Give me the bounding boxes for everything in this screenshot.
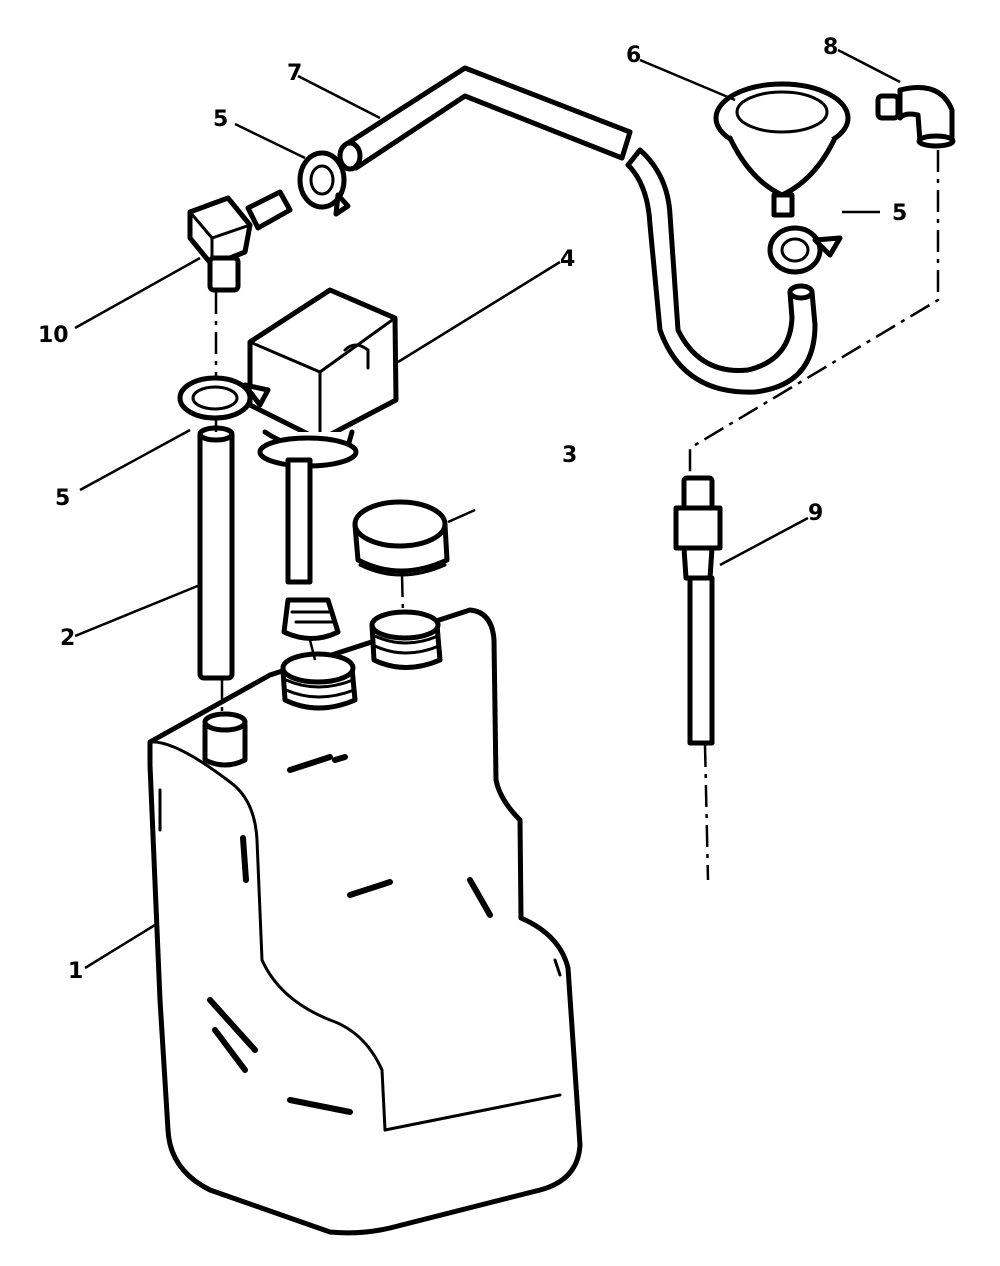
callout-9: 9 [808,501,823,526]
assembly-axes [214,150,940,881]
elbow-part-8 [875,85,956,149]
leader-lines [74,48,901,970]
callout-2: 2 [60,626,75,651]
callout-7: 7 [287,61,302,86]
callout-5c: 5 [892,201,907,226]
hose-clamp-part-5a [297,150,351,217]
callout-5a: 5 [213,107,228,132]
callout-3: 3 [562,443,577,468]
vent-filter-part-6 [713,81,851,218]
tank-neck-middle [280,651,358,711]
tank-neck-right [369,609,443,670]
tank-part-1 [147,607,583,1236]
callout-1: 1 [68,959,83,984]
filler-cap-part-3 [352,499,450,577]
callout-10: 10 [38,323,69,348]
angle-connector-part-10 [187,189,293,293]
hose-part-7 [337,65,818,395]
tube-part-2 [197,425,235,681]
callout-5b: 5 [55,486,70,511]
sender-unit-part-4 [247,287,399,641]
hose-clamp-part-5c [767,225,843,275]
callout-8: 8 [823,35,838,60]
callout-6: 6 [626,43,641,68]
callout-4: 4 [560,247,575,272]
callout-labels: 1 2 3 4 5 5 5 6 7 8 9 10 [38,35,907,984]
tank-neck-left [202,711,248,768]
fitting-part-9 [673,475,723,746]
